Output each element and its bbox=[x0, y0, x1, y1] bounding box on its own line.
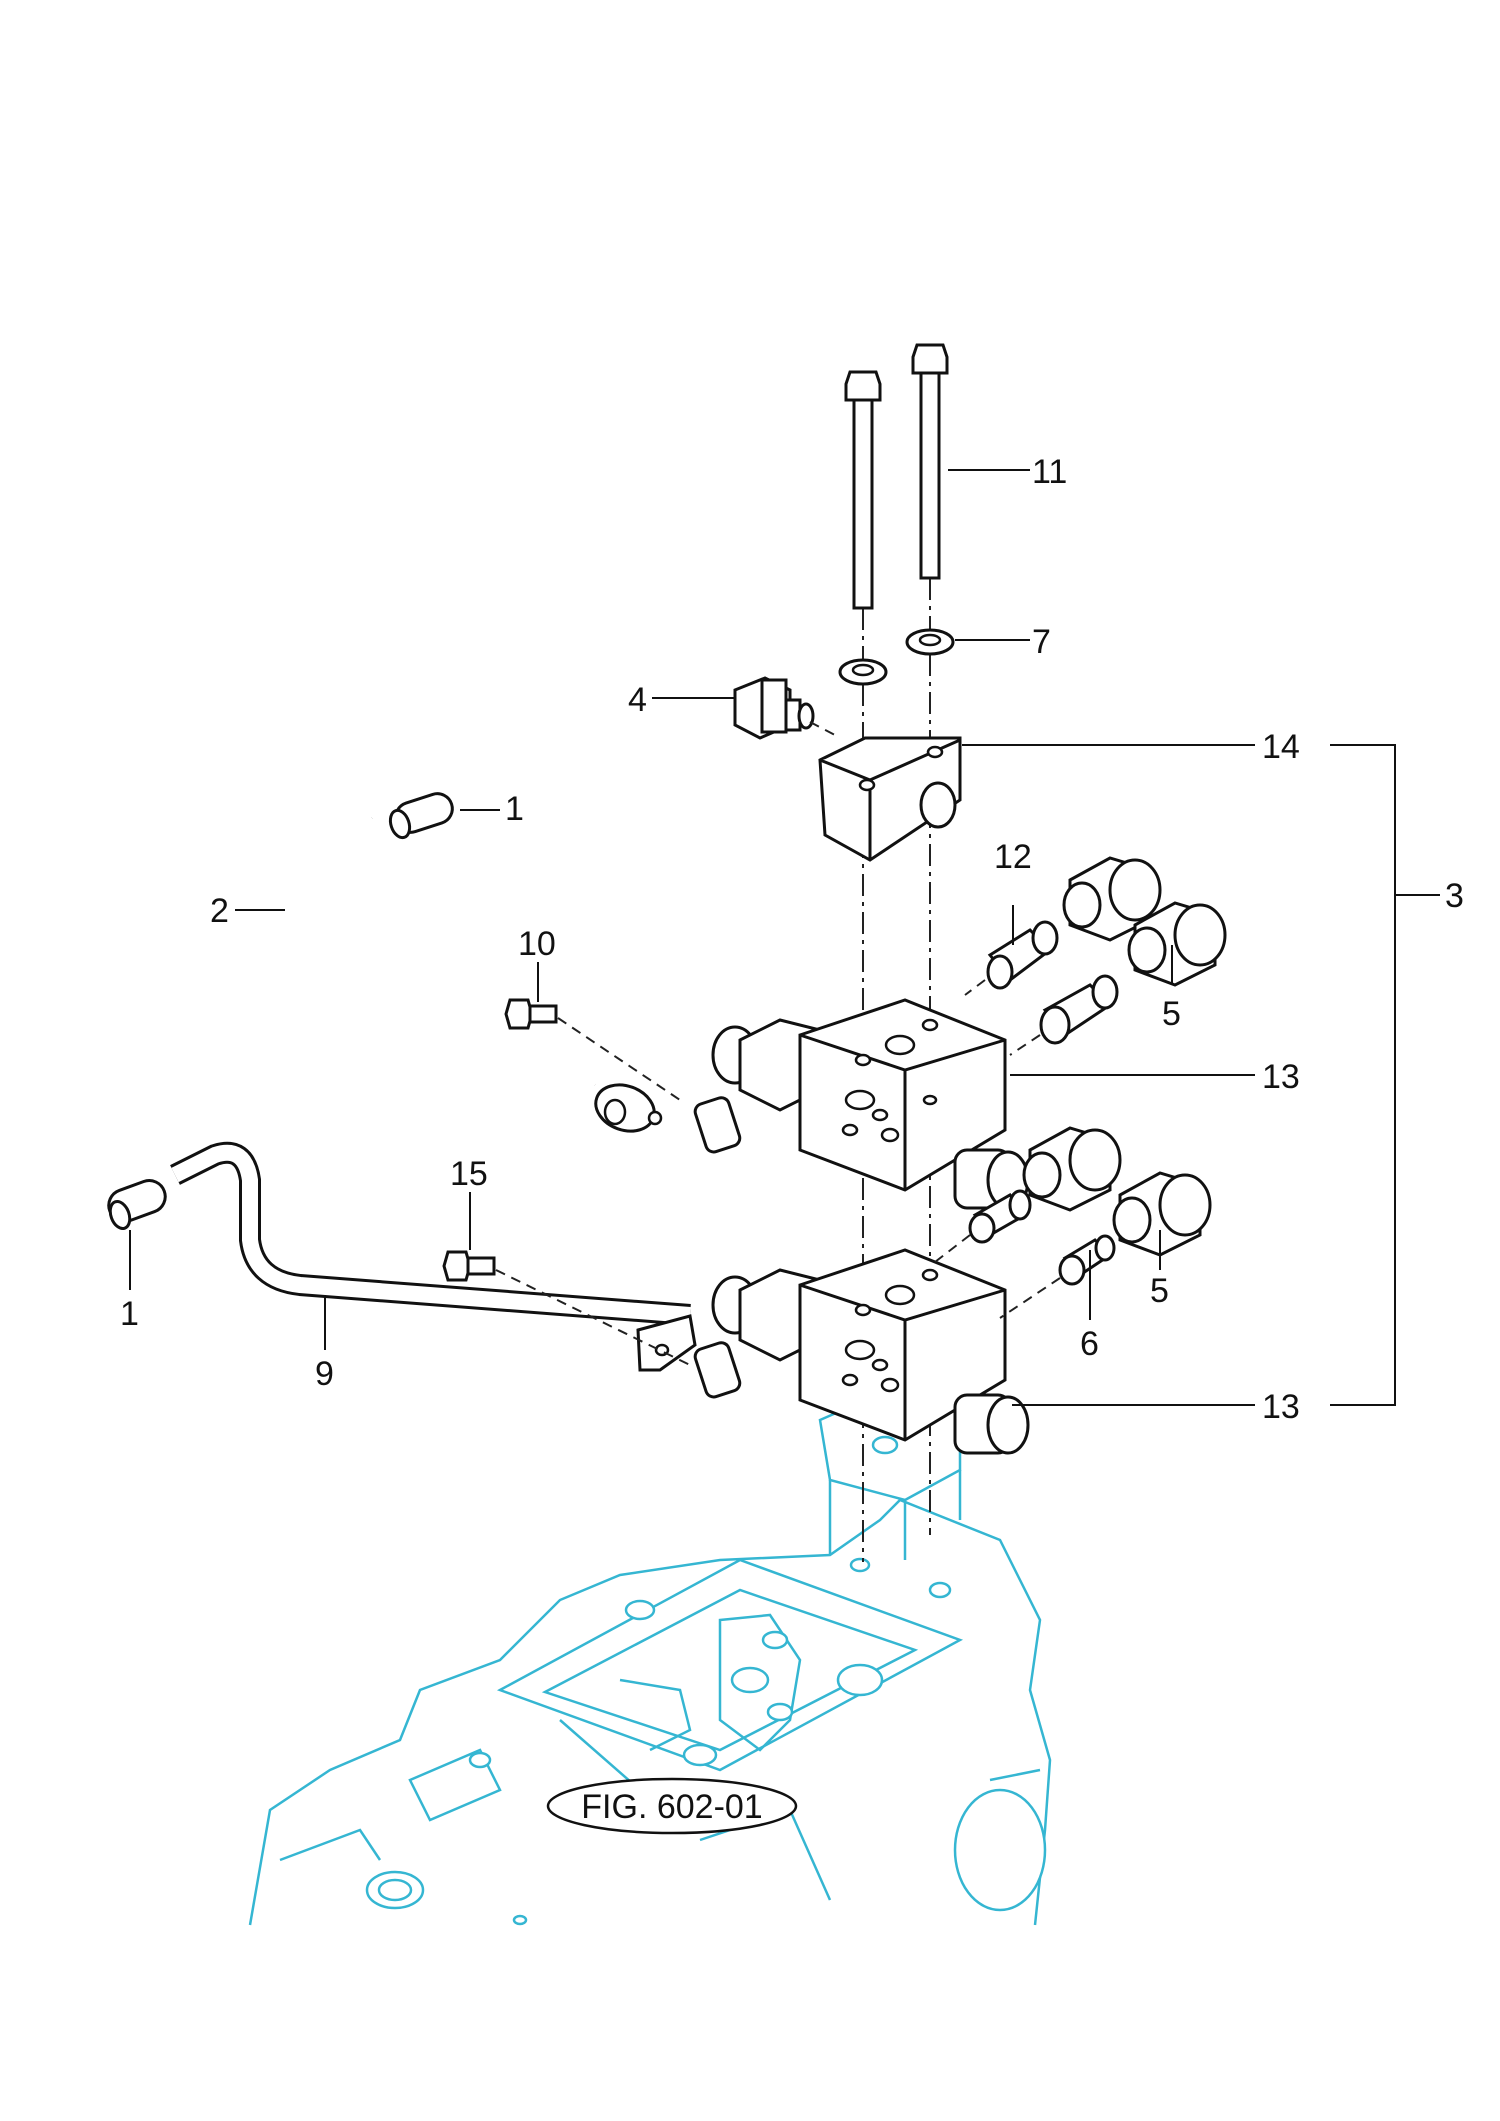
washer-left bbox=[838, 658, 888, 686]
small-bolt-lower bbox=[442, 1250, 691, 1366]
callout-13-upper: 13 bbox=[1262, 1058, 1300, 1096]
small-bolt-upper bbox=[504, 998, 681, 1101]
figure-reference[interactable]: FIG. 602-01 bbox=[546, 1777, 798, 1835]
figure-reference-label: FIG. 602-01 bbox=[581, 1788, 762, 1826]
long-bolt-right bbox=[911, 343, 949, 580]
callout-11: 11 bbox=[1032, 453, 1067, 491]
callout-9: 9 bbox=[315, 1355, 334, 1393]
lower-plug-b bbox=[1112, 1171, 1212, 1257]
callout-12: 12 bbox=[994, 838, 1032, 876]
callout-15: 15 bbox=[450, 1155, 488, 1193]
callout-7: 7 bbox=[1032, 623, 1051, 661]
callout-10: 10 bbox=[518, 925, 556, 963]
callout-2: 2 bbox=[210, 892, 229, 930]
upper-valve-section bbox=[693, 998, 1030, 1210]
upper-bar-cap bbox=[388, 792, 454, 840]
upper-plug-b bbox=[1127, 901, 1227, 987]
callout-13-lower: 13 bbox=[1262, 1388, 1300, 1426]
callout-6: 6 bbox=[1080, 1325, 1099, 1363]
callout-5-upper: 5 bbox=[1162, 995, 1181, 1033]
callout-1-lower: 1 bbox=[120, 1295, 139, 1333]
top-cover-block bbox=[818, 736, 962, 862]
lower-plug-a bbox=[1022, 1126, 1122, 1212]
elbow-fitting bbox=[733, 676, 836, 740]
upper-lever-rod bbox=[279, 810, 663, 1133]
callout-labels: 11 7 4 14 1 2 12 3 10 5 13 15 5 1 6 9 13 bbox=[120, 453, 1464, 1426]
callout-5-lower: 5 bbox=[1150, 1272, 1169, 1310]
callout-3: 3 bbox=[1445, 877, 1464, 915]
upper-adapter-fitting-2 bbox=[1009, 974, 1119, 1056]
lower-bar-cap bbox=[107, 1179, 167, 1231]
upper-adapter-fitting bbox=[964, 920, 1059, 996]
lower-adapter-fitting bbox=[934, 1189, 1032, 1263]
washer-right bbox=[905, 628, 955, 656]
lower-nipple-fitting bbox=[999, 1234, 1116, 1319]
callout-1-upper: 1 bbox=[505, 790, 524, 828]
callout-4: 4 bbox=[628, 681, 647, 719]
leader-lines bbox=[129, 469, 1440, 1406]
upper-plug-a bbox=[1062, 856, 1162, 942]
callout-14: 14 bbox=[1262, 728, 1300, 766]
lower-valve-section bbox=[693, 1248, 1030, 1455]
long-bolt-left bbox=[844, 370, 882, 610]
lower-lever-rod bbox=[170, 1141, 697, 1372]
